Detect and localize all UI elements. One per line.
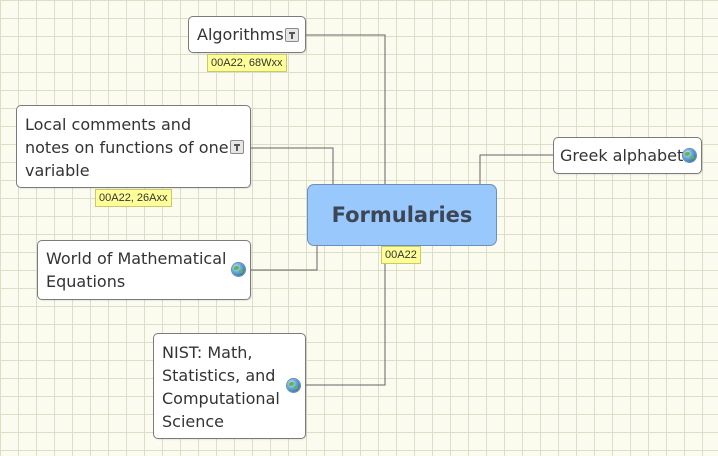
central-topic-tag: 00A22 — [381, 246, 421, 264]
topic-label: Local comments and notes on functions of… — [25, 115, 229, 180]
globe-link-icon[interactable] — [287, 379, 300, 392]
topic-algorithms[interactable]: Algorithms — [188, 16, 306, 53]
globe-link-icon[interactable] — [232, 263, 245, 276]
connector-nist — [306, 246, 386, 386]
topic-greek-alphabet[interactable]: Greek alphabet — [553, 137, 702, 174]
topic-label: World of Mathematical Equations — [46, 249, 227, 291]
topic-world-of-mathematical-equations[interactable]: World of Mathematical Equations — [37, 240, 251, 300]
topic-label: Greek alphabet — [560, 146, 684, 165]
note-icon[interactable] — [230, 140, 244, 154]
connector-local-comments — [251, 147, 334, 184]
topic-label: Algorithms — [197, 25, 284, 44]
connector-world-equations — [251, 246, 318, 271]
central-topic-formularies[interactable]: Formularies — [307, 184, 497, 246]
topic-tag: 00A22, 26Axx — [95, 189, 172, 207]
note-icon[interactable] — [285, 28, 299, 42]
topic-tag: 00A22, 68Wxx — [207, 54, 287, 72]
topic-nist[interactable]: NIST: Math, Statistics, and Computationa… — [153, 333, 306, 439]
connector-algorithms — [306, 34, 386, 184]
topic-local-comments[interactable]: Local comments and notes on functions of… — [16, 105, 251, 188]
globe-link-icon[interactable] — [683, 149, 696, 162]
connector-greek-alphabet — [479, 154, 553, 184]
central-topic-title: Formularies — [331, 203, 473, 227]
topic-label: NIST: Math, Statistics, and Computationa… — [162, 343, 280, 431]
